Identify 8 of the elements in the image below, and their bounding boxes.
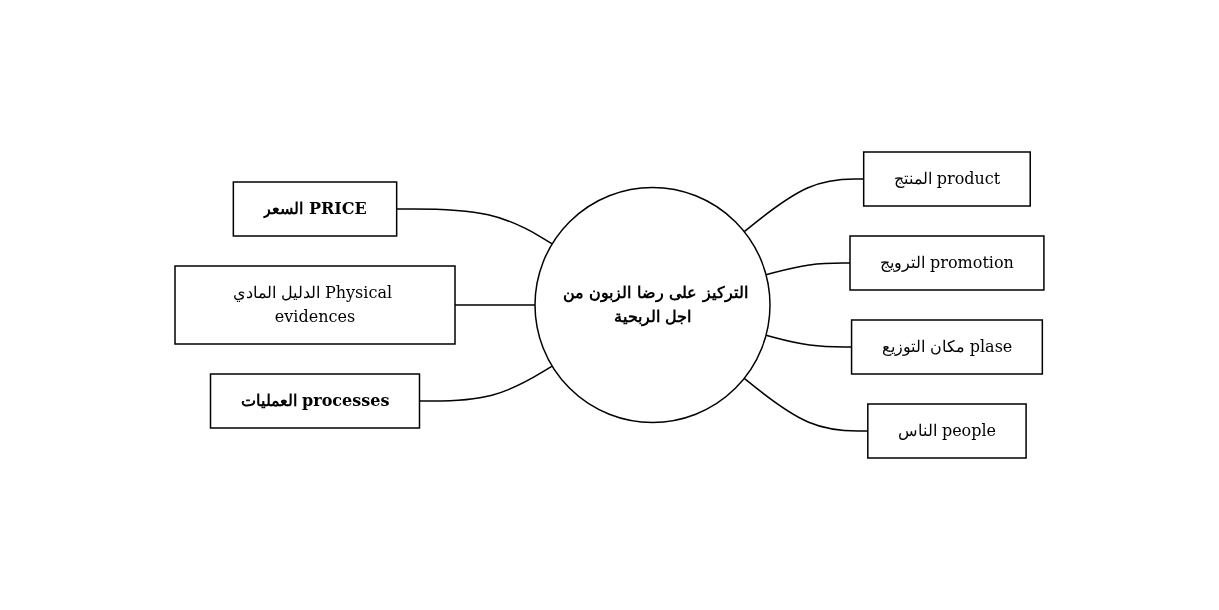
node-box: الترويج promotion [849, 235, 1045, 291]
node-circle: التركيز على رضا الزبون من اجل الربحية [534, 186, 771, 424]
node-box: مكان التوزيع plase [850, 319, 1044, 375]
node-box: الدليل المادي Physical evidences [174, 265, 456, 345]
node-box: العمليات processes [209, 373, 421, 429]
node-box: الناس people [867, 403, 1027, 459]
node-box: المنتج product [863, 151, 1031, 207]
connector [765, 262, 851, 276]
